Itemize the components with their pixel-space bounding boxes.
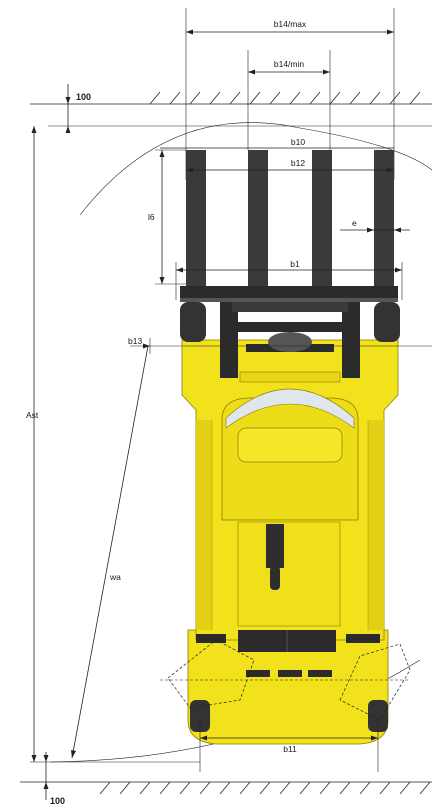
steering-column: [266, 524, 284, 568]
dim-ast: Ast: [26, 126, 39, 762]
label-l6: l6: [148, 212, 155, 222]
fork-carriage-lower: [180, 298, 398, 302]
label-b12: b12: [291, 158, 305, 168]
label-b14-max: b14/max: [274, 19, 307, 29]
dim-wa: wa: [71, 345, 149, 759]
rear-left-light: [196, 634, 226, 643]
rear-vent-3: [308, 670, 332, 677]
label-b10: b10: [291, 137, 305, 147]
dim-b14-max: b14/max: [186, 19, 394, 35]
roof-hatch: [237, 427, 343, 463]
dim-b12: b12: [186, 158, 394, 173]
dim-b14-min: b14/min: [248, 59, 330, 75]
dim-gap-bottom: 100: [43, 752, 65, 806]
rear-left-wheel: [190, 700, 210, 732]
label-gap-bottom: 100: [50, 796, 65, 806]
dim-e: e: [340, 218, 410, 233]
dim-b13: b13: [128, 336, 432, 354]
windscreen: [225, 388, 355, 429]
mast-crossbar: [238, 322, 342, 332]
label-b14-min: b14/min: [274, 59, 305, 69]
fork-4: [374, 150, 394, 286]
dim-b11: b11: [199, 720, 379, 772]
dim-b1: b1: [175, 259, 403, 300]
mast-left-rail: [220, 300, 238, 378]
label-e: e: [352, 218, 357, 228]
front-right-wheel: [374, 302, 400, 342]
dim-b10: b10: [160, 137, 394, 149]
turn-outline-right: [339, 643, 411, 721]
fork-2: [248, 150, 268, 286]
label-b1: b1: [290, 259, 300, 269]
steering-knob: [270, 566, 280, 590]
operator-step: [237, 521, 341, 627]
label-gap-top: 100: [76, 92, 91, 102]
label-b11: b11: [283, 744, 297, 754]
fork-1: [186, 150, 206, 286]
rear-vent-1: [246, 670, 270, 677]
bottom-wall: [20, 781, 432, 795]
mast-top: [232, 300, 348, 312]
mast-cylinder: [268, 332, 312, 352]
label-ast: Ast: [26, 410, 39, 420]
top-wall: [30, 91, 432, 105]
fork-3: [312, 150, 332, 286]
right-side-panel: [368, 420, 384, 630]
mast: [220, 300, 360, 383]
left-side-panel: [196, 420, 212, 630]
bottom-wall-hatching: [99, 781, 431, 795]
forklift: [160, 150, 411, 745]
fork-carriage: [180, 286, 398, 298]
label-wa: wa: [109, 572, 121, 582]
mast-base: [239, 371, 341, 383]
rear-vent-2: [278, 670, 302, 677]
top-wall-hatching: [149, 91, 421, 105]
dim-l6: l6: [148, 149, 186, 285]
mast-right-rail: [342, 300, 360, 378]
label-b13: b13: [128, 336, 142, 346]
rear-right-wheel: [368, 700, 388, 732]
turning-arc-front: [79, 122, 432, 216]
dim-gap-top: 100: [65, 84, 91, 133]
rear-right-light: [346, 634, 380, 643]
front-left-wheel: [180, 302, 206, 342]
